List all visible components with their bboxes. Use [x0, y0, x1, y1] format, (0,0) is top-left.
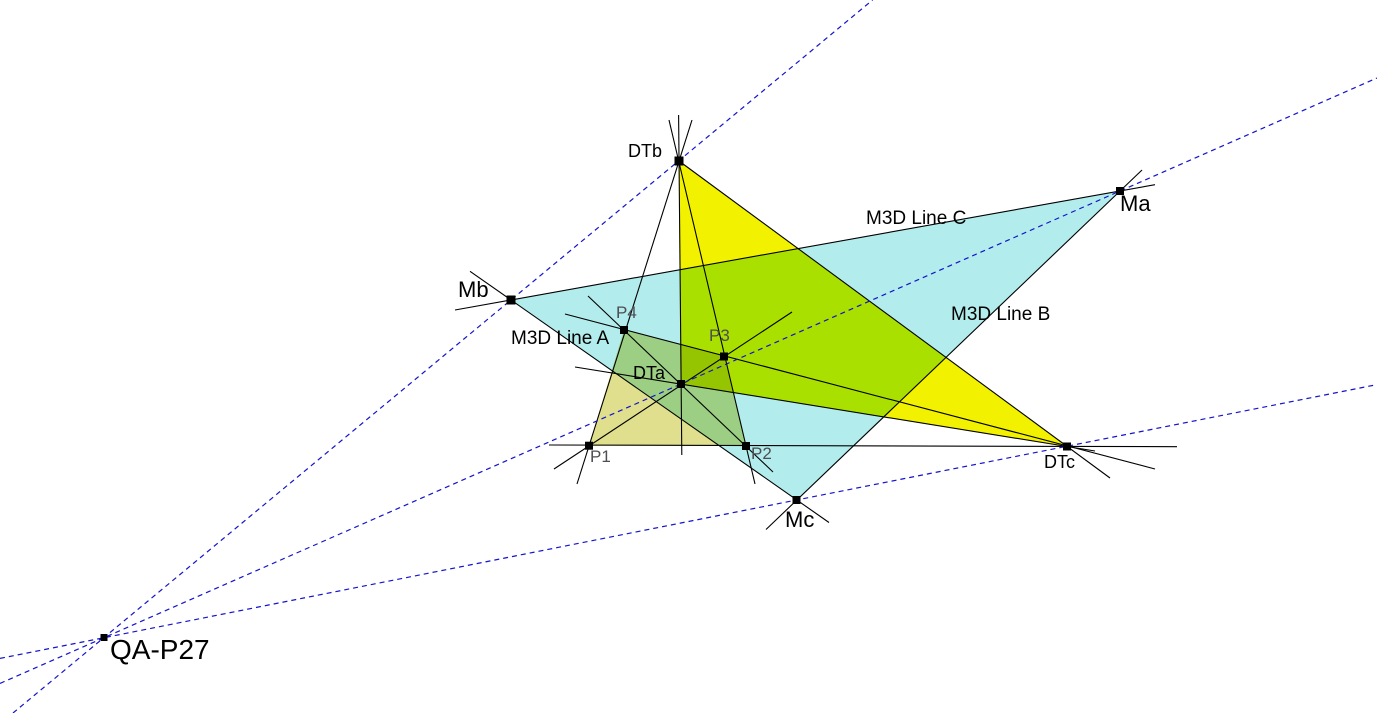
- point-Mb[interactable]: [506, 295, 516, 305]
- qa-dashed-line-B[interactable]: [0, 77, 1377, 684]
- point-P3[interactable]: [720, 352, 728, 361]
- m3d-line-B-MaMc[interactable]: [765, 169, 1143, 530]
- label-P1[interactable]: P1: [590, 447, 611, 466]
- point-P1[interactable]: [585, 441, 593, 450]
- qa-dashed-line-A[interactable]: [12, 0, 873, 713]
- label-DTa[interactable]: DTa: [633, 363, 666, 383]
- line-P3P4-DTc[interactable]: [564, 313, 1156, 470]
- label-Ma[interactable]: Ma: [1120, 191, 1151, 216]
- label-m3d-line-C[interactable]: M3D Line C: [866, 208, 966, 229]
- point-DTc[interactable]: [1063, 442, 1071, 451]
- point-Ma[interactable]: [1116, 187, 1124, 195]
- line-DTa-DTb[interactable]: [678, 114, 683, 456]
- m3d-line-C-MbMa[interactable]: [454, 184, 1156, 311]
- m3d-line-A-MbMc[interactable]: [469, 270, 830, 523]
- label-P2[interactable]: P2: [751, 444, 772, 463]
- point-P4[interactable]: [620, 326, 628, 334]
- label-DTb[interactable]: DTb: [628, 141, 662, 161]
- point-DTa[interactable]: [677, 380, 685, 388]
- label-P4[interactable]: P4: [616, 303, 637, 322]
- label-Mb[interactable]: Mb: [458, 277, 489, 302]
- side-DTa-DTc[interactable]: [574, 366, 1096, 452]
- line-P1P2-DTc[interactable]: [548, 444, 1178, 448]
- label-P3[interactable]: P3: [709, 326, 730, 345]
- line-P1P4-DTb[interactable]: [576, 119, 693, 485]
- label-m3d-line-B[interactable]: M3D Line B: [951, 304, 1050, 325]
- point-Mc[interactable]: [792, 496, 801, 504]
- point-QA-P27[interactable]: [100, 634, 108, 641]
- label-QA-P27[interactable]: QA-P27: [110, 634, 210, 665]
- label-Mc[interactable]: Mc: [785, 507, 814, 532]
- point-DTb[interactable]: [674, 156, 684, 166]
- label-m3d-line-A[interactable]: M3D Line A: [511, 328, 610, 349]
- point-P2[interactable]: [742, 442, 750, 450]
- side-DTb-DTc[interactable]: [678, 160, 1111, 479]
- quadrangle-fill: [589, 330, 746, 446]
- line-P1P3-DTa[interactable]: [553, 311, 793, 470]
- line-P2P3-DTb[interactable]: [668, 119, 756, 485]
- label-DTc[interactable]: DTc: [1044, 452, 1075, 472]
